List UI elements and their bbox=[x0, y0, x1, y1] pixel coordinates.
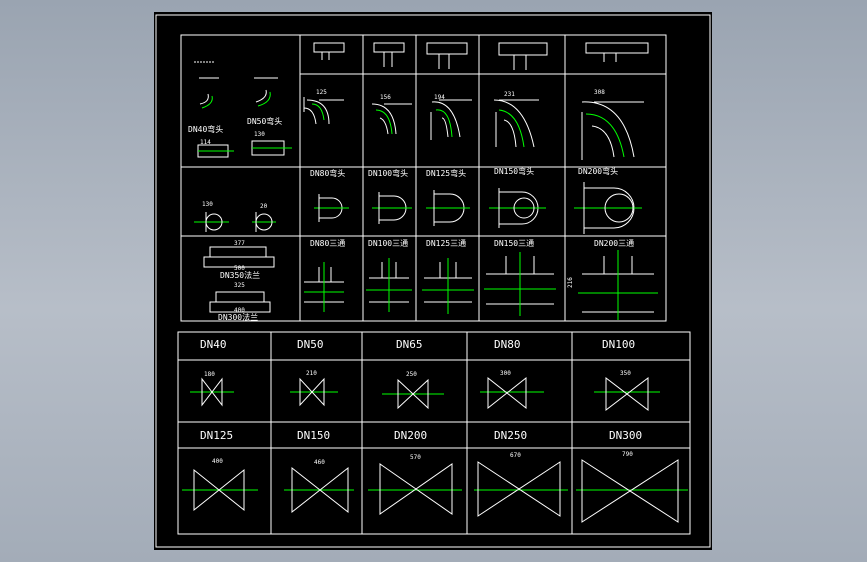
valve-label-dn40: DN40 bbox=[200, 338, 227, 351]
gate-valve-dn125 bbox=[182, 468, 258, 512]
elbow-dim-308: 308 bbox=[594, 89, 605, 96]
gate-valve-dn65 bbox=[382, 378, 444, 410]
gate-valve-dn80 bbox=[480, 376, 544, 410]
valve-label-dn65: DN65 bbox=[396, 338, 423, 351]
gate-valve-dn100 bbox=[594, 376, 660, 412]
valves-row1 bbox=[190, 376, 660, 412]
elbow-dim-156: 156 bbox=[380, 94, 391, 101]
flange-label-dn350: DN350法兰 bbox=[220, 270, 260, 280]
tee-label-dn150: DN150三通 bbox=[494, 238, 534, 248]
elbow-label-dn50: DN50弯头 bbox=[247, 116, 282, 126]
valve-dim-350: 350 bbox=[620, 370, 631, 377]
gate-valve-dn200 bbox=[368, 463, 462, 515]
valve-dim-400: 400 bbox=[212, 458, 223, 465]
u-label-dn125: DN125弯头 bbox=[426, 168, 466, 178]
valve-label-dn100: DN100 bbox=[602, 338, 635, 351]
flange-dim-377: 377 bbox=[234, 240, 245, 247]
elbow-dim-114: 114 bbox=[200, 139, 211, 146]
small-pipe-symbols bbox=[194, 61, 278, 109]
valve-labels: DN40 DN50 DN65 DN80 DN100 180 210 250 30… bbox=[200, 338, 642, 466]
tee-dim-216: 216 bbox=[567, 277, 574, 288]
valve-table bbox=[177, 331, 691, 535]
elbow-dim-130: 130 bbox=[254, 131, 265, 138]
valve-label-dn250: DN250 bbox=[494, 429, 527, 442]
flange-label-dn300: DN300法兰 bbox=[218, 312, 258, 322]
valve-label-dn300: DN300 bbox=[609, 429, 642, 442]
gate-valve-dn150 bbox=[284, 466, 354, 514]
pipe-dim-130: 130 bbox=[202, 201, 213, 208]
tee-drawings bbox=[304, 250, 658, 320]
tee-label-dn200: DN200三通 bbox=[594, 238, 634, 248]
u-label-dn200: DN200弯头 bbox=[578, 166, 618, 176]
u-label-dn100: DN100弯头 bbox=[368, 168, 408, 178]
valve-dim-460: 460 bbox=[314, 459, 325, 466]
elbow-dim-194: 194 bbox=[434, 94, 445, 101]
valve-dim-250: 250 bbox=[406, 371, 417, 378]
valve-label-dn50: DN50 bbox=[297, 338, 324, 351]
small-elbow-sketches bbox=[197, 140, 292, 158]
elbow-label-dn40: DN40弯头 bbox=[188, 124, 223, 134]
valve-label-dn200: DN200 bbox=[394, 429, 427, 442]
tee-label-dn125: DN125三通 bbox=[426, 238, 466, 248]
tee-label-dn100: DN100三通 bbox=[368, 238, 408, 248]
valve-dim-180: 180 bbox=[204, 371, 215, 378]
elbow-drawings bbox=[303, 97, 644, 160]
flange-drawings bbox=[203, 246, 275, 313]
flange-dim-400: 400 bbox=[234, 307, 245, 314]
valve-dim-210: 210 bbox=[306, 370, 317, 377]
flange-dim-325: 325 bbox=[234, 282, 245, 289]
gate-valve-dn50 bbox=[290, 377, 338, 407]
valve-label-dn80: DN80 bbox=[494, 338, 521, 351]
cad-drawing: DN40弯头 DN50弯头 114 130 125 156 194 231 30… bbox=[155, 14, 711, 548]
u-bend-drawings bbox=[194, 182, 642, 234]
drawing-sheet: DN40弯头 DN50弯头 114 130 125 156 194 231 30… bbox=[154, 12, 712, 550]
elbow-dim-125: 125 bbox=[316, 89, 327, 96]
valve-dim-790: 790 bbox=[622, 451, 633, 458]
valve-dim-670: 670 bbox=[510, 452, 521, 459]
elbow-dim-231: 231 bbox=[504, 91, 515, 98]
pipe-dim-20: 20 bbox=[260, 203, 268, 210]
gate-valve-dn40 bbox=[190, 377, 234, 407]
u-label-dn150: DN150弯头 bbox=[494, 166, 534, 176]
outer-frame bbox=[155, 14, 711, 548]
valves-row2 bbox=[182, 459, 688, 523]
tee-label-dn80: DN80三通 bbox=[310, 238, 345, 248]
u-label-dn80: DN80弯头 bbox=[310, 168, 345, 178]
fitting-labels: DN40弯头 DN50弯头 114 130 125 156 194 231 30… bbox=[188, 89, 634, 322]
valve-dim-570: 570 bbox=[410, 454, 421, 461]
top-flange-sketches bbox=[313, 42, 649, 70]
flange-dim-500: 500 bbox=[234, 265, 245, 272]
fittings-table bbox=[180, 34, 667, 322]
valve-label-dn125: DN125 bbox=[200, 429, 233, 442]
gate-valve-dn250 bbox=[474, 461, 568, 517]
valve-label-dn150: DN150 bbox=[297, 429, 330, 442]
valve-dim-300: 300 bbox=[500, 370, 511, 377]
gate-valve-dn300 bbox=[576, 459, 688, 523]
